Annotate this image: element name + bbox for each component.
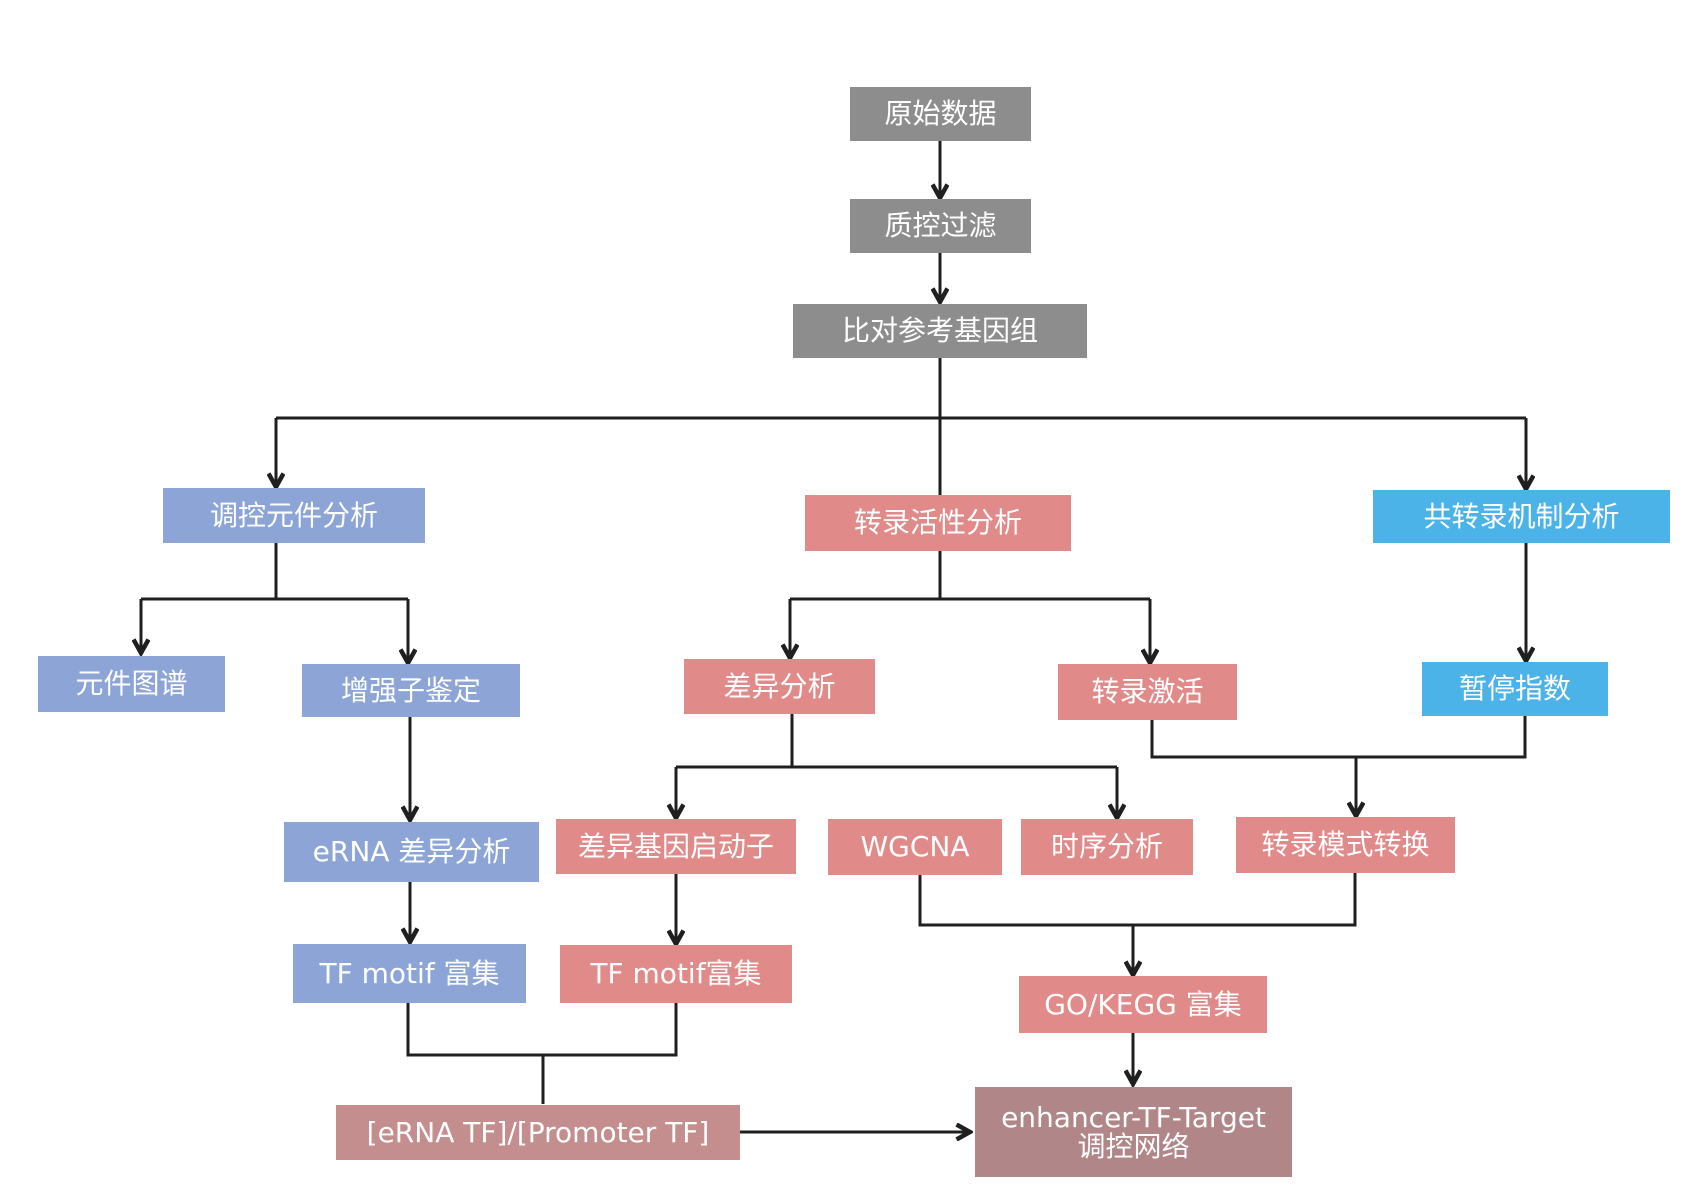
node-regulatory-network: enhancer-TF-Target 调控网络 xyxy=(975,1087,1292,1177)
edge-merge-to-go xyxy=(918,873,1357,927)
node-tf-motif-enrichment-promoter: TF motif富集 xyxy=(560,945,792,1003)
node-tf-motif-enrichment-erna: TF motif 富集 xyxy=(293,944,526,1003)
node-regulatory-elements: 调控元件分析 xyxy=(163,488,425,543)
node-erna-differential: eRNA 差异分析 xyxy=(284,822,539,882)
node-time-series: 时序分析 xyxy=(1021,819,1193,875)
node-regulatory-network-line2: 调控网络 xyxy=(1077,1130,1190,1163)
node-element-map: 元件图谱 xyxy=(38,656,225,712)
node-transcription-mode-switch: 转录模式转换 xyxy=(1236,817,1455,873)
node-pausing-index: 暂停指数 xyxy=(1422,662,1608,716)
node-qc-filter: 质控过滤 xyxy=(850,199,1031,253)
edge-merge-tfmotifs xyxy=(406,1003,678,1057)
node-diff-gene-promoter: 差异基因启动子 xyxy=(556,819,796,874)
node-erna-promoter-tf: [eRNA TF]/[Promoter TF] xyxy=(336,1105,740,1160)
node-transcription-activity: 转录活性分析 xyxy=(805,495,1071,551)
node-differential-analysis: 差异分析 xyxy=(684,659,875,714)
node-align-reference: 比对参考基因组 xyxy=(793,304,1087,358)
node-cotranscription: 共转录机制分析 xyxy=(1373,490,1670,543)
edge-merge-to-modeswitch xyxy=(1150,716,1527,759)
node-raw-data: 原始数据 xyxy=(850,87,1031,141)
node-go-kegg-enrichment: GO/KEGG 富集 xyxy=(1019,976,1267,1033)
node-wgcna: WGCNA xyxy=(828,819,1002,875)
node-enhancer-identification: 增强子鉴定 xyxy=(302,664,520,717)
node-regulatory-network-line1: enhancer-TF-Target xyxy=(1001,1100,1266,1134)
node-transcription-activation: 转录激活 xyxy=(1058,664,1237,720)
